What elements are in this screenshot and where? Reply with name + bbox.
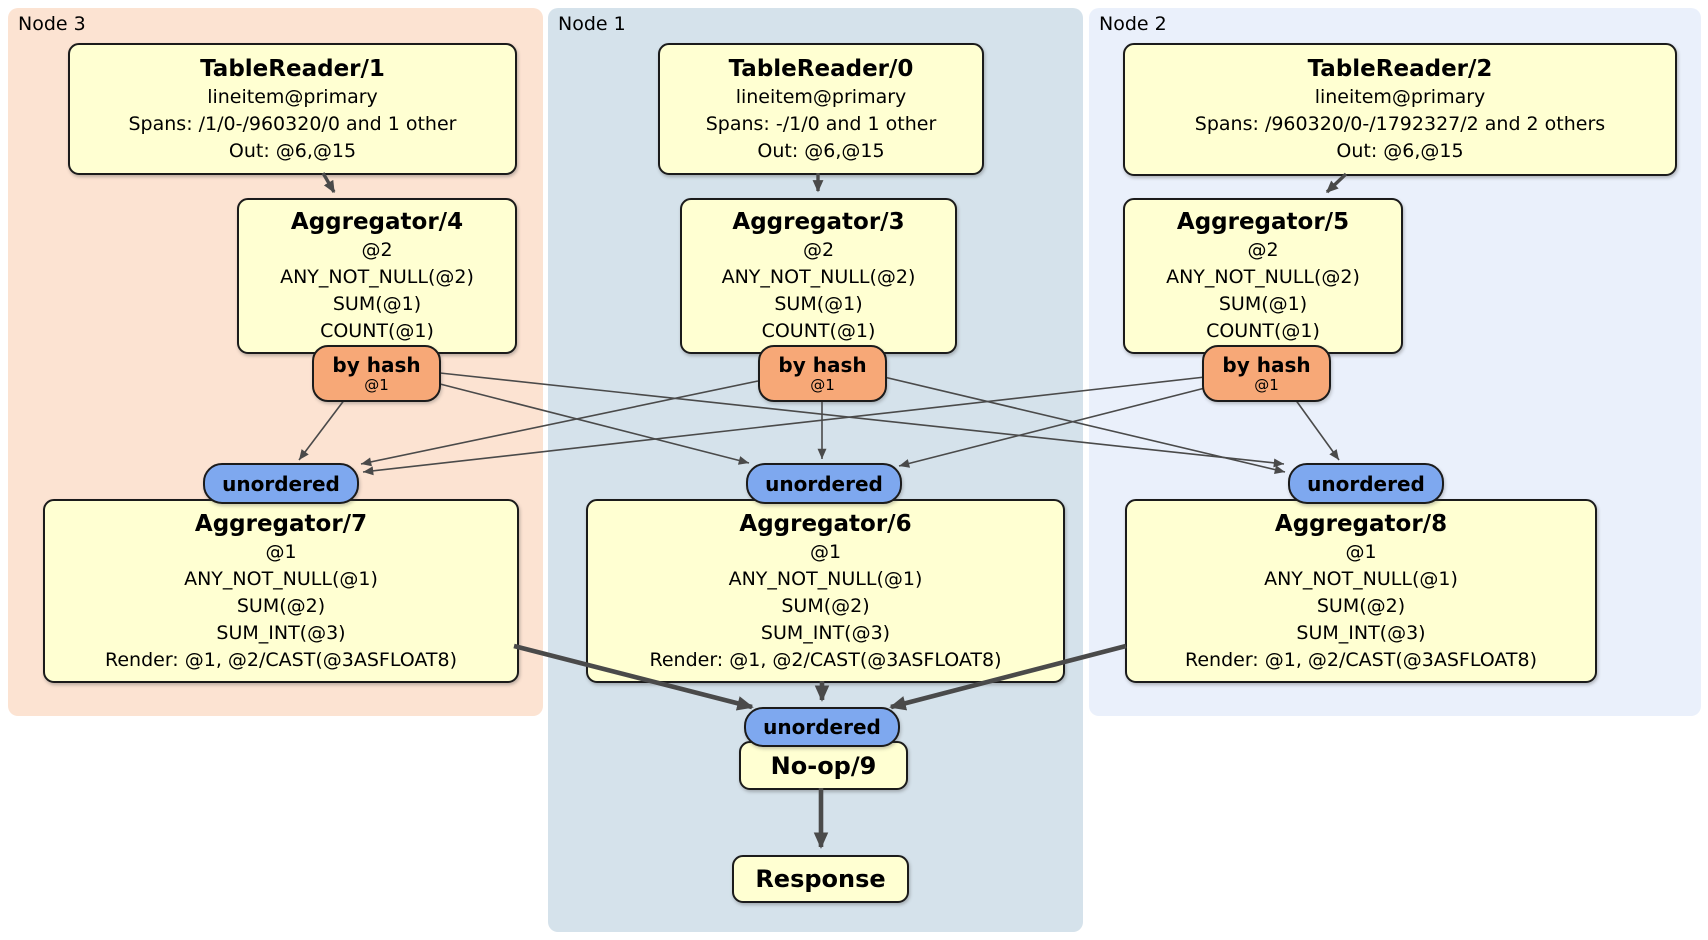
aggregator6-box: Aggregator/6 @1 ANY_NOT_NULL(@1) SUM(@2)…: [586, 499, 1065, 683]
hash-router-node1: by hash @1: [758, 345, 887, 402]
aggregator7-render: Render: @1, @2/CAST(@3ASFLOAT8): [105, 648, 457, 671]
aggregator8-fn-3: SUM_INT(@3): [1296, 621, 1426, 644]
aggregator4-fn-3: COUNT(@1): [320, 320, 434, 342]
noop-title: No-op/9: [770, 751, 877, 780]
hash-router-node1-cols: @1: [810, 375, 835, 394]
node1-label: Node 1: [558, 13, 626, 35]
aggregator5-fn-1: ANY_NOT_NULL(@2): [1166, 266, 1360, 288]
aggregator4-fn-2: SUM(@1): [332, 293, 422, 315]
edge-hash4-unordered1: [439, 383, 750, 465]
aggregator7-fn-3: SUM_INT(@3): [216, 621, 346, 644]
aggregator3-title: Aggregator/3: [732, 209, 905, 235]
stream-unordered-node2-label: unordered: [1307, 471, 1425, 496]
aggregator4-fn-1: ANY_NOT_NULL(@2): [280, 266, 474, 288]
aggregator8-fn-1: ANY_NOT_NULL(@1): [1264, 567, 1458, 590]
tablereader1-out: Out: @6,@15: [228, 139, 357, 162]
stream-unordered-node1-label: unordered: [765, 471, 883, 496]
edge-hash3-unordered3: [360, 380, 759, 467]
tablereader0-box: TableReader/0 lineitem@primary Spans: -/…: [658, 43, 984, 175]
edge-hash4-unordered2: [439, 372, 1285, 468]
edge-hash5-unordered1: [898, 387, 1206, 468]
hash-router-node3-cols: @1: [364, 375, 389, 394]
aggregator6-fn-3: SUM_INT(@3): [760, 621, 891, 644]
hash-router-node3: by hash @1: [312, 345, 441, 402]
aggregator8-title: Aggregator/8: [1274, 510, 1448, 537]
tablereader2-index: lineitem@primary: [1314, 86, 1486, 108]
aggregator4-box: Aggregator/4 @2 ANY_NOT_NULL(@2) SUM(@1)…: [237, 198, 517, 354]
tablereader0-spans: Spans: -/1/0 and 1 other: [705, 112, 937, 135]
node3-label: Node 3: [18, 13, 86, 35]
aggregator6-fn-2: SUM(@2): [781, 594, 870, 617]
aggregator5-title: Aggregator/5: [1176, 209, 1350, 235]
node2-label: Node 2: [1099, 13, 1167, 35]
tablereader2-out: Out: @6,@15: [1336, 140, 1464, 162]
tablereader2-box: TableReader/2 lineitem@primary Spans: /9…: [1123, 43, 1677, 176]
edge-hash4-unordered3: [298, 398, 346, 461]
tablereader2-title: TableReader/2: [1307, 56, 1493, 82]
aggregator3-box: Aggregator/3 @2 ANY_NOT_NULL(@2) SUM(@1)…: [680, 198, 957, 354]
edge-hash5-unordered2: [1294, 398, 1340, 461]
stream-unordered-final: unordered: [744, 707, 900, 747]
aggregator6-fn-1: ANY_NOT_NULL(@1): [728, 567, 923, 590]
aggregator3-fn-3: COUNT(@1): [761, 320, 876, 342]
tablereader0-index: lineitem@primary: [735, 85, 907, 108]
edge-hash3-unordered2: [883, 376, 1286, 474]
aggregator8-group-cols: @1: [1345, 540, 1377, 563]
aggregator3-fn-2: SUM(@1): [774, 293, 863, 315]
aggregator8-box: Aggregator/8 @1 ANY_NOT_NULL(@1) SUM(@2)…: [1125, 499, 1597, 683]
tablereader2-spans: Spans: /960320/0-/1792327/2 and 2 others: [1194, 113, 1606, 135]
aggregator8-render: Render: @1, @2/CAST(@3ASFLOAT8): [1185, 648, 1537, 671]
stream-unordered-node2: unordered: [1288, 463, 1444, 504]
aggregator6-title: Aggregator/6: [739, 510, 912, 537]
edge-hash5-unordered3: [362, 376, 1206, 476]
hash-router-node1-label: by hash: [778, 352, 867, 377]
noop-box: No-op/9: [739, 741, 908, 790]
hash-router-node2-label: by hash: [1222, 352, 1311, 377]
response-title: Response: [755, 865, 886, 893]
aggregator6-group-cols: @1: [809, 540, 842, 563]
response-box: Response: [732, 855, 909, 903]
aggregator5-group-cols: @2: [1247, 239, 1279, 261]
aggregator6-render: Render: @1, @2/CAST(@3ASFLOAT8): [649, 648, 1002, 671]
tablereader1-index: lineitem@primary: [207, 85, 378, 108]
stream-unordered-node3-label: unordered: [222, 471, 340, 496]
aggregator3-fn-1: ANY_NOT_NULL(@2): [721, 266, 916, 288]
aggregator4-title: Aggregator/4: [290, 209, 464, 235]
aggregator7-fn-1: ANY_NOT_NULL(@1): [184, 567, 378, 590]
aggregator7-group-cols: @1: [265, 540, 297, 563]
aggregator5-fn-3: COUNT(@1): [1206, 320, 1320, 342]
stream-unordered-node3: unordered: [203, 463, 359, 504]
aggregator5-box: Aggregator/5 @2 ANY_NOT_NULL(@2) SUM(@1)…: [1123, 198, 1403, 354]
tablereader1-box: TableReader/1 lineitem@primary Spans: /1…: [68, 43, 517, 175]
hash-router-node2: by hash @1: [1202, 345, 1331, 402]
aggregator4-group-cols: @2: [361, 239, 393, 261]
hash-router-node2-cols: @1: [1254, 375, 1279, 394]
tablereader1-spans: Spans: /1/0-/960320/0 and 1 other: [128, 112, 457, 135]
aggregator7-box: Aggregator/7 @1 ANY_NOT_NULL(@1) SUM(@2)…: [43, 499, 519, 683]
aggregator5-fn-2: SUM(@1): [1218, 293, 1308, 315]
aggregator8-fn-2: SUM(@2): [1316, 594, 1406, 617]
aggregator7-fn-2: SUM(@2): [236, 594, 326, 617]
stream-unordered-final-label: unordered: [763, 715, 881, 739]
stream-unordered-node1: unordered: [746, 463, 902, 504]
tablereader0-title: TableReader/0: [728, 55, 914, 82]
tablereader1-title: TableReader/1: [200, 55, 385, 82]
aggregator7-title: Aggregator/7: [194, 510, 368, 537]
aggregator3-group-cols: @2: [802, 239, 835, 261]
tablereader0-out: Out: @6,@15: [757, 139, 885, 162]
hash-router-node3-label: by hash: [332, 352, 421, 377]
